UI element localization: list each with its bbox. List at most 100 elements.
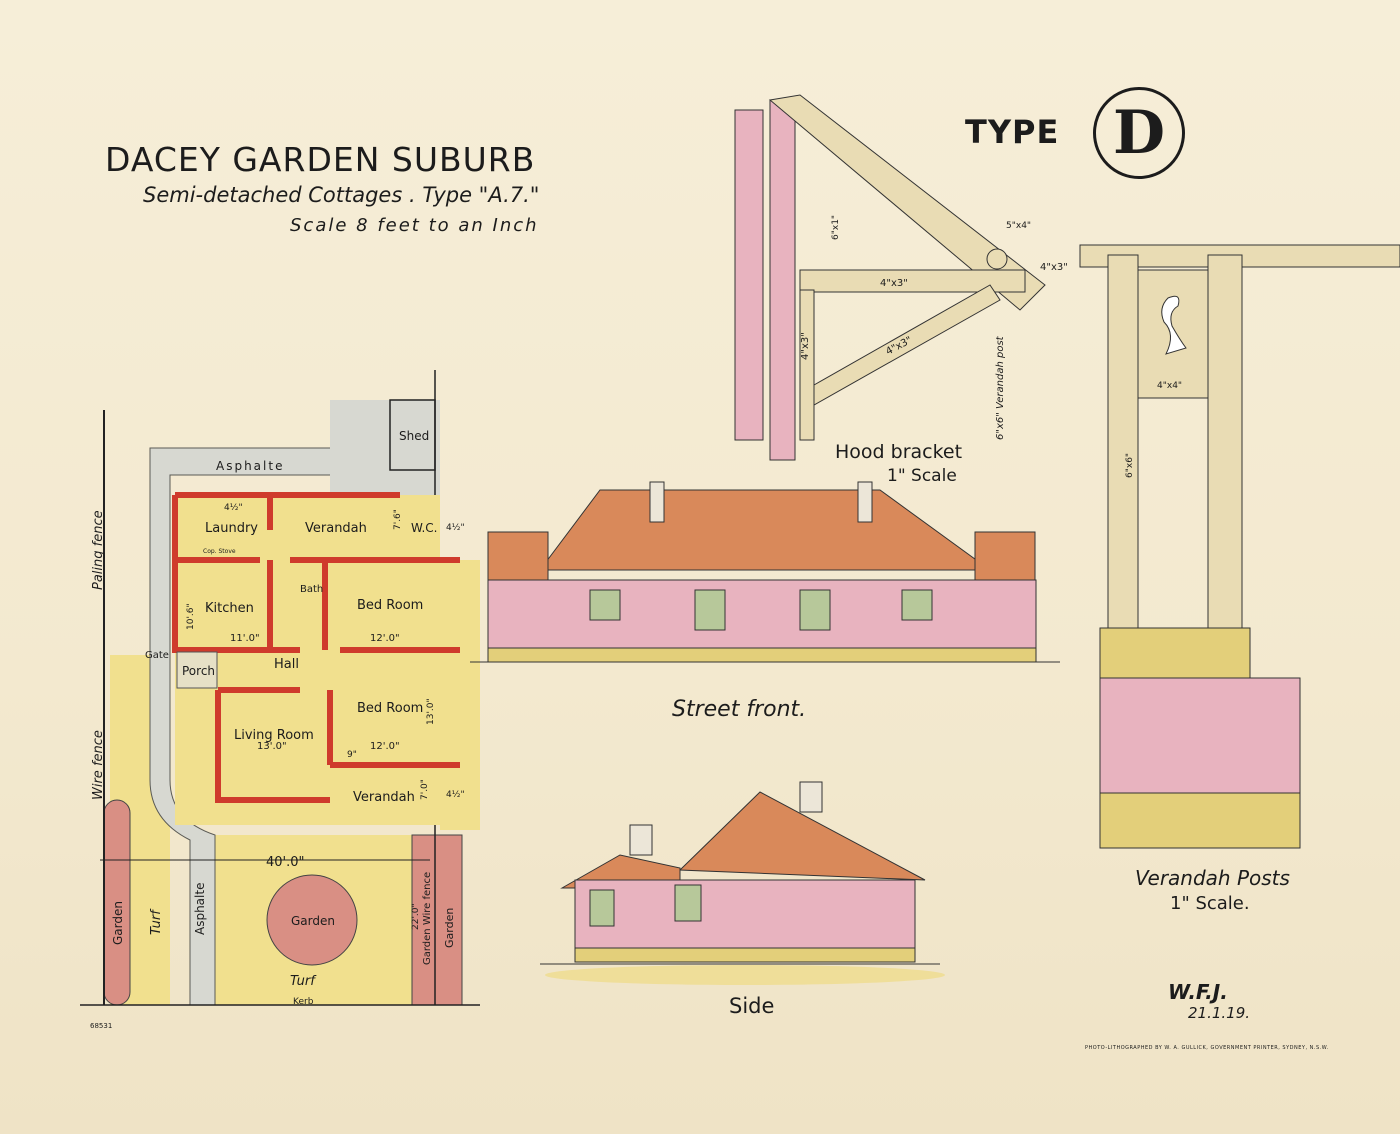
label-4x4: 4"x4"	[1157, 381, 1182, 391]
post-left	[1107, 254, 1139, 631]
drawing-subtitle: Semi-detached Cottages . Type "A.7."	[143, 183, 540, 207]
side-ground-shadow	[545, 965, 945, 985]
label-asphalte-left: Asphalte	[193, 883, 207, 935]
type-label: TYPE	[965, 113, 1060, 151]
street-window-2	[901, 589, 933, 621]
label-6x6-post: 6"x6"	[1125, 453, 1135, 478]
type-letter-circle: D	[1093, 87, 1185, 179]
house-walls	[172, 492, 460, 803]
post-stone-base	[1099, 792, 1301, 849]
side-base	[574, 947, 916, 963]
label-hall: Hall	[274, 657, 299, 672]
side-chimney-left	[629, 824, 653, 856]
reference-number: 68531	[90, 1022, 113, 1030]
label-wc: W.C.	[411, 521, 438, 535]
printer-credit: PHOTO-LITHOGRAPHED BY W. A. GULLICK, GOV…	[1085, 1045, 1329, 1051]
label-kerb: Kerb	[293, 997, 314, 1007]
dim-4-half-a: 4½"	[224, 503, 243, 513]
hood-rafter	[768, 94, 1046, 311]
street-chimney-left	[649, 481, 665, 523]
caption-side: Side	[729, 994, 775, 1018]
side-chimney-right	[799, 781, 823, 813]
label-4x3-b: 4"x3"	[1040, 262, 1068, 273]
label-bed-room-1: Bed Room	[357, 598, 423, 613]
shed-outline	[389, 399, 436, 471]
dim-11: 11'.0"	[230, 633, 260, 644]
street-roof-right-wing	[974, 531, 1036, 581]
label-kitchen: Kitchen	[205, 601, 254, 616]
label-living-room: Living Room	[234, 728, 314, 743]
dim-13: 13'.0"	[257, 741, 287, 752]
street-chimney-right	[857, 481, 873, 523]
caption-hood-scale: 1" Scale	[887, 466, 957, 486]
rear-asphalt	[330, 400, 440, 495]
side-elevation	[540, 781, 945, 985]
dim-7-6: 7'.6"	[393, 509, 403, 530]
caption-hood-bracket: Hood bracket	[835, 441, 963, 463]
street-roof	[539, 489, 992, 571]
dim-4-half-c: 4½"	[446, 790, 465, 800]
dim-4-half-b: 4½"	[446, 523, 465, 533]
label-verandah-post: 6"x6" Verandah post	[995, 335, 1006, 440]
label-garden-circle: Garden	[291, 914, 335, 928]
dim-40: 40'.0"	[266, 855, 305, 870]
label-turf-left: Turf	[149, 908, 164, 935]
label-wire-fence: Wire fence	[91, 730, 106, 800]
drawing-title: DACEY GARDEN SUBURB	[105, 140, 536, 179]
hood-purlin	[986, 248, 1008, 270]
asphalt-path	[149, 447, 381, 1006]
post-brick-base	[1099, 677, 1301, 794]
street-door-1	[694, 589, 726, 631]
side-window-1	[589, 889, 615, 927]
label-6x1: 6"x1"	[831, 215, 841, 240]
label-bed-room-2: Bed Room	[357, 701, 423, 716]
hood-wall-left	[734, 109, 764, 441]
caption-street-front: Street front.	[672, 697, 807, 722]
side-yard-area	[440, 560, 480, 830]
label-laundry: Laundry	[205, 521, 258, 536]
label-shed: Shed	[399, 429, 429, 443]
street-door-2	[799, 589, 831, 631]
site-plan: Shed Asphalte Laundry Verandah W.C. Cop.…	[80, 370, 480, 1007]
caption-verandah-posts: Verandah Posts	[1135, 866, 1290, 890]
label-4x3-d: 4"x3"	[800, 332, 811, 360]
dim-9: 9"	[347, 750, 357, 760]
post-fretwork	[1161, 295, 1187, 355]
hood-brace	[813, 284, 1001, 406]
label-gate: Gate	[145, 650, 169, 661]
hood-bracket-detail: 5"x4" 4"x3" 4"x3" 4"x3" 4"x3" 6"x1" 6"x6…	[734, 94, 1068, 461]
label-garden-wire-fence: Garden Wire fence	[422, 872, 433, 965]
label-porch: Porch	[182, 664, 215, 678]
hood-beam	[799, 269, 1026, 293]
caption-posts-scale: 1" Scale.	[1170, 893, 1250, 914]
street-walls	[487, 579, 1037, 651]
signature: W.F.J.	[1168, 980, 1228, 1004]
garden-strip-right	[411, 834, 463, 1006]
post-right	[1207, 254, 1243, 631]
dim-13b: 13'.0"	[426, 698, 436, 725]
garden-circle	[266, 874, 358, 966]
post-cap-block	[1099, 627, 1251, 679]
label-bath: Bath	[300, 584, 323, 595]
dim-22: 22'.0"	[411, 903, 421, 930]
label-copper: Cop. Stove	[203, 548, 236, 555]
label-paling-fence: Paling fence	[91, 510, 106, 590]
dim-12b: 12'.0"	[370, 741, 400, 752]
street-front-elevation	[470, 481, 1060, 663]
label-verandah-front: Verandah	[353, 790, 415, 805]
label-verandah-back: Verandah	[305, 521, 367, 536]
date: 21.1.19.	[1188, 1004, 1251, 1022]
side-walls	[574, 879, 916, 951]
hood-wall-right	[769, 99, 796, 461]
verandah-posts-detail: 4"x4" 6"x6"	[1079, 244, 1400, 849]
scale-note: Scale 8 feet to an Inch	[290, 215, 539, 236]
dim-7: 7'.0"	[420, 779, 430, 800]
dim-10-6: 10'.6"	[186, 603, 196, 630]
label-garden-left: Garden	[111, 901, 125, 945]
porch-box	[176, 651, 218, 689]
side-roof	[678, 791, 926, 881]
label-4x3-a: 4"x3"	[880, 278, 908, 289]
label-5x4: 5"x4"	[1006, 221, 1031, 231]
